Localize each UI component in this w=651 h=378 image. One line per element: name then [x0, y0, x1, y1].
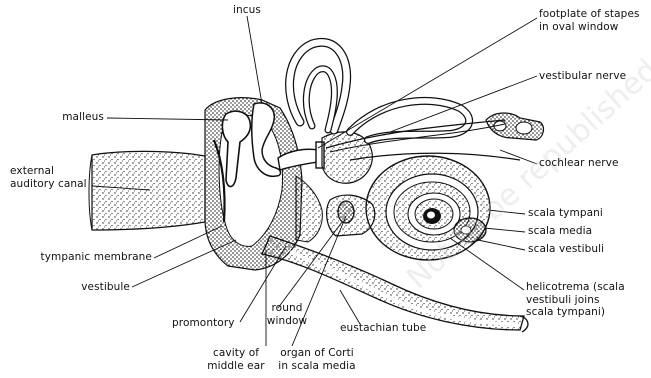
label-cochlear-nerve: cochlear nerve — [539, 157, 619, 170]
label-tympanic-membrane: tympanic membrane — [6, 251, 152, 264]
label-cavity-of-middle-ear: cavity of middle ear — [204, 347, 268, 372]
label-incus: incus — [233, 4, 261, 17]
label-eustachian-tube: eustachian tube — [340, 322, 426, 335]
label-external-auditory-canal: external auditory canal — [10, 165, 87, 190]
label-footplate-of-stapes: footplate of stapes in oval window — [539, 8, 640, 33]
label-vestibular-nerve: vestibular nerve — [539, 70, 626, 83]
promontory — [296, 176, 322, 242]
label-malleus: malleus — [46, 111, 104, 124]
external-auditory-canal — [92, 151, 205, 230]
label-scala-media: scala media — [528, 225, 592, 238]
label-vestibule: vestibule — [60, 281, 130, 294]
round-window — [338, 201, 354, 223]
label-scala-tympani: scala tympani — [528, 207, 603, 220]
label-organ-of-corti: organ of Corti in scala media — [270, 347, 364, 372]
label-round-window: round window — [262, 302, 312, 327]
label-scala-vestibuli: scala vestibuli — [528, 243, 604, 256]
label-promontory: promontory — [172, 317, 235, 330]
label-helicotrema: helicotrema (scala vestibuli joins scala… — [526, 281, 625, 319]
